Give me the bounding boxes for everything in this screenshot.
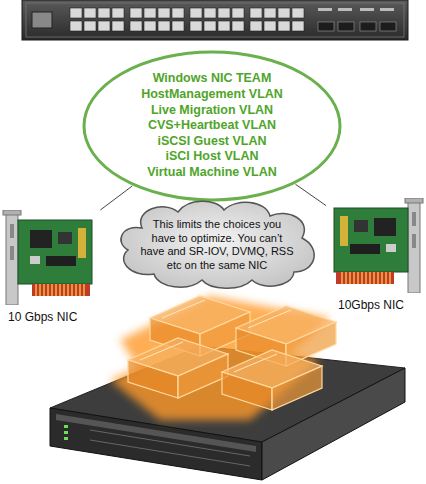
nic-card: 10Gbps NIC (326, 198, 426, 316)
connector-line (295, 184, 326, 205)
note-text: This limits the choices you have to opti… (140, 218, 294, 272)
vlan-item: Virtual Machine VLAN (147, 165, 277, 181)
nic-label: 10Gbps NIC (338, 298, 404, 312)
nic-card-art (0, 210, 100, 305)
network-switch (22, 0, 408, 40)
cloud-outline (112, 198, 322, 290)
vlan-item: iSCSI Guest VLAN (157, 134, 266, 150)
vlan-item: HostManagement VLAN (141, 87, 283, 103)
nic-team-ellipse: Windows NIC TEAMHostManagement VLANLive … (82, 50, 342, 202)
vlan-item: iSCI Host VLAN (165, 149, 258, 165)
note-cloud: This limits the choices you have to opti… (112, 198, 322, 290)
nic-card: 10 Gbps NIC (0, 210, 104, 332)
vlan-item: CVS+Heartbeat VLAN (148, 118, 276, 134)
connector-line (100, 186, 132, 210)
vlan-item: Windows NIC TEAM (153, 71, 272, 87)
vlan-item: Live Migration VLAN (151, 103, 273, 119)
nic-label: 10 Gbps NIC (8, 310, 77, 324)
nic-card-art (326, 198, 426, 293)
virtual-machine-boxes (110, 296, 336, 420)
